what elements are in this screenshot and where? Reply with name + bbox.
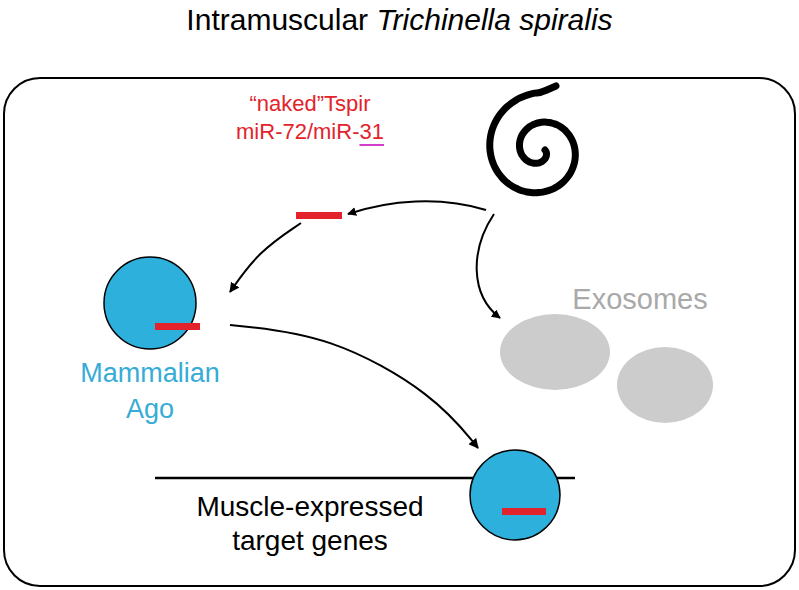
exosome-node: Exosomes [490,283,730,428]
secretion-arrow [348,201,486,214]
node-label: Mammalian Ago [70,355,230,427]
worm-figure [490,86,576,193]
argonaute-circle [104,257,196,349]
node-label: “naked”Tspir miR-72/miR-31 [225,88,395,146]
exosome-vesicle [617,347,713,423]
target-gene-node: Muscle-expressed target genes [150,448,580,566]
mirna-node: “naked”Tspir miR-72/miR-31 [225,88,395,223]
underline-mark [359,144,383,146]
muscle-cell-outline [4,78,795,586]
mirna-bar [155,323,200,330]
exosome-vesicle [500,314,610,390]
argonaute-shape [70,255,230,355]
exosome-arrow [477,214,500,318]
mirna-bar [296,212,342,219]
argonaute-circle [470,450,560,540]
connector-arrow [230,223,301,292]
connector-arrow [230,325,478,448]
mirna-bar [502,508,546,515]
node-label: Muscle-expressed target genes [160,490,460,558]
diagram-title: Intramuscular Trichinella spiralis [0,2,799,38]
node-label: Exosomes [550,283,730,315]
argonaute-node: Mammalian Ago [70,255,230,427]
